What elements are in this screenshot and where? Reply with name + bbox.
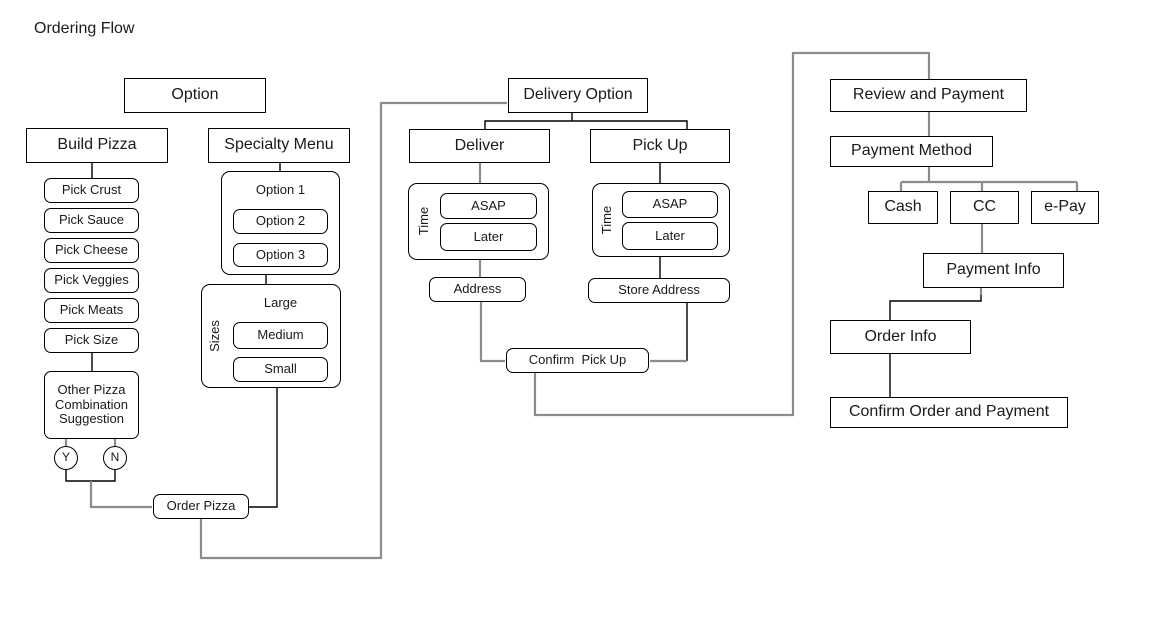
flow-connector	[533, 51, 931, 417]
flow-connector	[484, 120, 688, 129]
cash-box: Cash	[868, 191, 938, 224]
pick-veggies-box: Pick Veggies	[44, 268, 139, 293]
option-3-box: Option 3	[233, 243, 328, 267]
delivery-option-box: Delivery Option	[508, 78, 648, 113]
flow-connector	[65, 470, 116, 482]
confirm-pick-up-box: Confirm Pick Up	[506, 348, 649, 373]
option-1-label: Option 1	[255, 181, 306, 197]
e-pay-box: e-Pay	[1031, 191, 1099, 224]
flow-connector	[889, 294, 982, 320]
yes-circle: Y	[54, 446, 78, 470]
asap-pickup-box: ASAP	[622, 191, 718, 218]
no-circle: N	[103, 446, 127, 470]
payment-method-box: Payment Method	[830, 136, 993, 167]
order-info-box: Order Info	[830, 320, 971, 354]
later-pickup-box: Later	[622, 222, 718, 250]
pick-cheese-box: Pick Cheese	[44, 238, 139, 263]
address-box: Address	[429, 277, 526, 302]
other-pizza-combination-suggestion-box: Other Pizza Combination Suggestion	[44, 371, 139, 439]
specialty-menu-box: Specialty Menu	[208, 128, 350, 163]
pick-crust-box: Pick Crust	[44, 178, 139, 203]
later-deliver-box: Later	[440, 223, 537, 251]
review-and-payment-box: Review and Payment	[830, 79, 1027, 112]
payment-info-box: Payment Info	[923, 253, 1064, 288]
flow-connector	[249, 388, 278, 508]
flow-connector	[89, 481, 152, 509]
confirm-order-and-payment-box: Confirm Order and Payment	[830, 397, 1068, 428]
cc-box: CC	[950, 191, 1019, 224]
pick-meats-box: Pick Meats	[44, 298, 139, 323]
time-label-pickup: Time	[598, 205, 614, 235]
deliver-box: Deliver	[409, 129, 550, 163]
medium-box: Medium	[233, 322, 328, 349]
order-pizza-box: Order Pizza	[153, 494, 249, 519]
build-pizza-box: Build Pizza	[26, 128, 168, 163]
large-label: Large	[263, 294, 298, 310]
option-box: Option	[124, 78, 266, 113]
diagram-title: Ordering Flow	[34, 20, 135, 37]
asap-deliver-box: ASAP	[440, 193, 537, 219]
pick-size-box: Pick Size	[44, 328, 139, 353]
pick-up-box: Pick Up	[590, 129, 730, 163]
sizes-label: Sizes	[206, 320, 222, 352]
flow-connector	[199, 101, 507, 560]
flow-connector	[479, 302, 505, 363]
option-2-box: Option 2	[233, 209, 328, 234]
pick-sauce-box: Pick Sauce	[44, 208, 139, 233]
time-label-deliver: Time	[415, 206, 431, 236]
store-address-box: Store Address	[588, 278, 730, 303]
small-box: Small	[233, 357, 328, 382]
